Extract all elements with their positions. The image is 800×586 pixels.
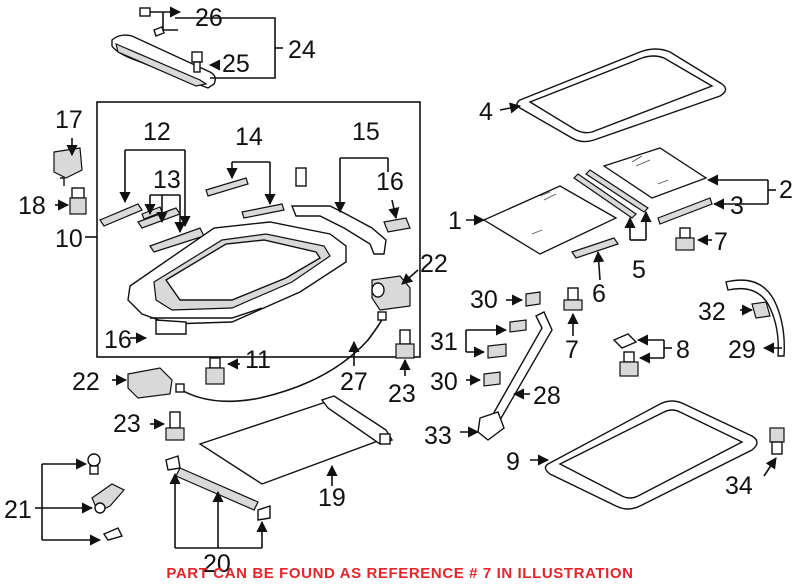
part-7-pin-upper — [675, 227, 695, 251]
frame-assembly-box — [96, 101, 421, 358]
callout-33: 33 — [424, 422, 452, 450]
callout-10: 10 — [55, 225, 83, 253]
part-2-glass — [602, 147, 713, 225]
callout-27: 27 — [340, 368, 368, 396]
part-23-pin-right — [395, 329, 415, 359]
part-19-sunshade — [198, 395, 394, 485]
callout-16-top: 16 — [376, 168, 404, 196]
callout-29: 29 — [728, 336, 756, 364]
callout-14: 14 — [235, 123, 263, 151]
part-21-fasteners — [87, 453, 125, 541]
callout-16-bottom: 16 — [104, 326, 132, 354]
callout-26: 26 — [195, 4, 223, 32]
callout-13: 13 — [153, 166, 181, 194]
callout-30-lower: 30 — [430, 368, 458, 396]
callout-31: 31 — [430, 328, 458, 356]
callout-22-left: 22 — [72, 368, 100, 396]
callout-32: 32 — [698, 298, 726, 326]
part-31-clips — [487, 319, 527, 359]
part-8-grommet — [612, 333, 639, 377]
part-1-glass — [482, 185, 618, 255]
part-22-motor-left — [127, 367, 173, 399]
part-5-rails — [573, 169, 649, 219]
callout-3: 3 — [730, 192, 744, 220]
part-7-pin-lower — [563, 287, 583, 311]
callout-1: 1 — [448, 207, 462, 235]
part-18-grommet — [69, 187, 87, 215]
callout-22-right: 22 — [420, 250, 448, 278]
callout-6: 6 — [592, 280, 606, 308]
part-15-crossmember — [290, 205, 411, 255]
part-9-frame — [544, 400, 758, 510]
callout-15: 15 — [352, 118, 380, 146]
callout-30-upper: 30 — [470, 286, 498, 314]
callout-20: 20 — [203, 550, 231, 578]
callout-21: 21 — [4, 496, 32, 524]
callout-25: 25 — [222, 50, 250, 78]
callout-18: 18 — [18, 192, 46, 220]
part-12-rails — [99, 203, 205, 253]
part-34-bolt — [769, 427, 785, 455]
callout-7-upper: 7 — [714, 228, 728, 256]
callout-23-right: 23 — [388, 380, 416, 408]
part-11-clip — [205, 357, 225, 385]
callout-2: 2 — [779, 176, 793, 204]
callout-19: 19 — [318, 484, 346, 512]
part-24-deflector — [111, 7, 217, 89]
callout-9: 9 — [506, 448, 520, 476]
sunroof-frame — [127, 221, 347, 335]
callout-24: 24 — [288, 36, 316, 64]
callout-8: 8 — [676, 336, 690, 364]
callout-17: 17 — [55, 106, 83, 134]
part-22-motor — [371, 275, 411, 311]
callout-34: 34 — [725, 472, 753, 500]
reference-note: PART CAN BE FOUND AS REFERENCE # 7 IN IL… — [166, 565, 633, 582]
part-30-clip-lower — [483, 371, 501, 387]
part-28-drain-tube — [477, 311, 553, 441]
part-4-seal — [516, 48, 727, 143]
part-27-cable — [177, 315, 385, 403]
part-6-strip — [571, 237, 619, 259]
callout-7-lower: 7 — [565, 336, 579, 364]
callout-28: 28 — [533, 382, 561, 410]
callout-11: 11 — [245, 346, 271, 374]
part-14-rails — [205, 167, 307, 219]
part-17-bracket — [53, 147, 83, 186]
part-29-hose — [725, 279, 785, 357]
callout-4: 4 — [479, 98, 493, 126]
callout-5: 5 — [632, 256, 646, 284]
callout-labels: 26 25 24 17 18 10 12 13 14 15 16 16 22 1… — [4, 4, 793, 578]
part-30-clip-upper — [525, 291, 541, 307]
callout-23-left: 23 — [113, 410, 141, 438]
callout-12: 12 — [143, 118, 171, 146]
part-23-pin-left — [165, 411, 185, 441]
